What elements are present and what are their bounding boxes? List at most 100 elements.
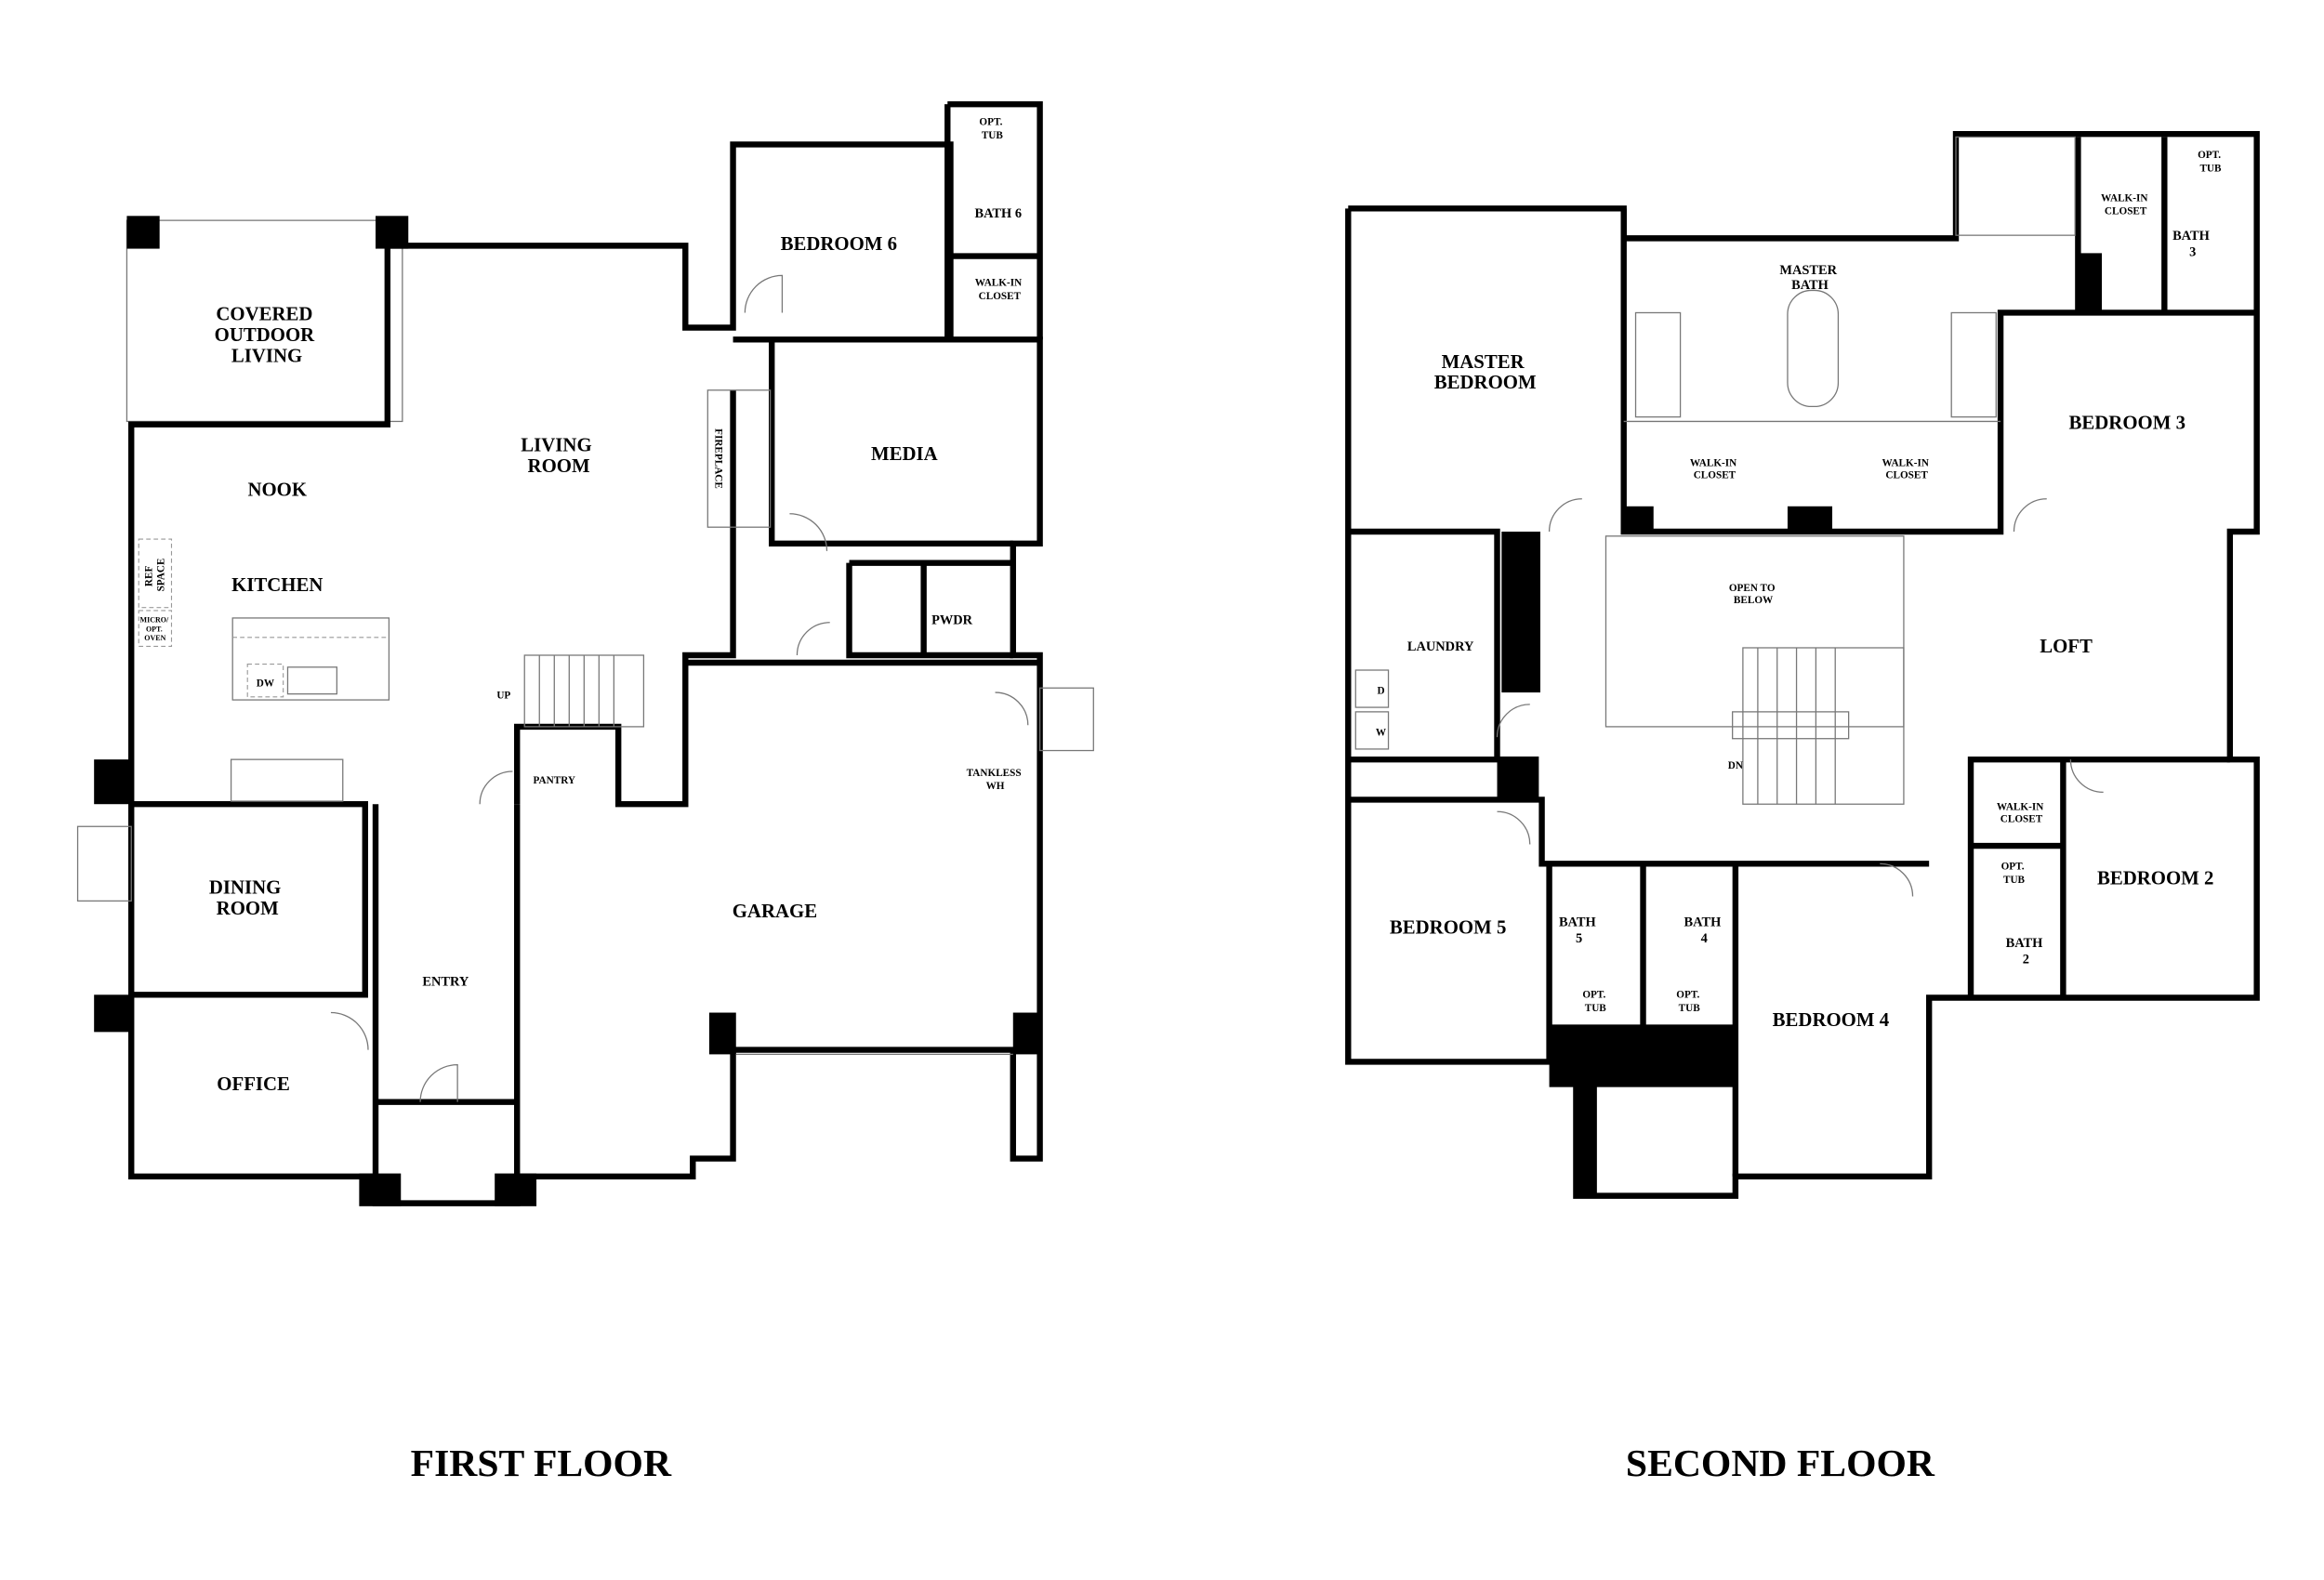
counter bbox=[230, 758, 344, 802]
washer bbox=[1354, 711, 1390, 750]
kitchen-island bbox=[231, 617, 390, 701]
column bbox=[1787, 506, 1833, 533]
column bbox=[359, 1173, 402, 1206]
door[interactable] bbox=[2069, 759, 2104, 794]
door[interactable] bbox=[995, 691, 1029, 726]
pwdr-wall bbox=[846, 562, 1013, 659]
micro-oven-label: MICRO/ OPT. OVEN bbox=[140, 616, 171, 642]
door[interactable] bbox=[2013, 498, 2047, 533]
bedroom2-label: BEDROOM 2 bbox=[2097, 867, 2213, 889]
vanity bbox=[1950, 311, 1997, 418]
pantry-label: PANTRY bbox=[534, 775, 575, 786]
walkin-closet-label: WALK-IN CLOSET bbox=[1997, 802, 2046, 825]
fireplace-label: FIREPLACE bbox=[712, 428, 723, 489]
first-floor-plan: COVERED OUTDOOR LIVING NOOK KITCHEN LIVI… bbox=[76, 100, 1094, 1485]
column bbox=[126, 216, 160, 249]
door[interactable] bbox=[1548, 498, 1582, 533]
bedroom5-label: BEDROOM 5 bbox=[1390, 916, 1506, 939]
bay-window bbox=[76, 825, 132, 902]
washer-label: W bbox=[1376, 728, 1387, 739]
sink bbox=[286, 666, 337, 695]
walkin-closet-label: WALK-IN CLOSET bbox=[1882, 458, 1932, 481]
up-label: UP bbox=[496, 690, 510, 701]
second-floor-plan: MASTER BEDROOM MASTER BATH WALK-IN CLOSE… bbox=[1345, 130, 2260, 1485]
dw-label: DW bbox=[257, 678, 275, 690]
bedroom6-label: BEDROOM 6 bbox=[781, 232, 897, 255]
stairs bbox=[1732, 647, 1905, 805]
vanity bbox=[1634, 311, 1682, 418]
micro-oven bbox=[138, 610, 173, 647]
cabinet-wall bbox=[1501, 532, 1540, 693]
column bbox=[2078, 253, 2103, 313]
opt-tub-label: OPT. TUB bbox=[1676, 990, 1702, 1014]
bedroom2-wall bbox=[1967, 756, 2230, 998]
laundry-label: LAUNDRY bbox=[1407, 639, 1474, 654]
column bbox=[94, 759, 132, 805]
dryer bbox=[1354, 669, 1390, 708]
bedroom6-wall bbox=[733, 104, 951, 343]
master-bedroom-label: MASTER BEDROOM bbox=[1434, 350, 1537, 393]
walkin-closet-label: WALK-IN CLOSET bbox=[1690, 458, 1739, 481]
column bbox=[94, 994, 132, 1033]
entry-label: ENTRY bbox=[422, 975, 469, 990]
door[interactable] bbox=[1497, 810, 1531, 845]
office-label: OFFICE bbox=[217, 1073, 290, 1095]
bedroom3-label: BEDROOM 3 bbox=[2069, 411, 2185, 433]
ref-space-label: REF SPACE bbox=[144, 559, 167, 592]
opt-tub-label: OPT. TUB bbox=[2198, 150, 2224, 174]
walkin-closet-label: WALK-IN CLOSET bbox=[975, 278, 1024, 302]
door[interactable] bbox=[330, 1011, 369, 1050]
bedroom5-wall bbox=[1348, 797, 1930, 867]
bay-window bbox=[1038, 687, 1094, 752]
tankless-wh-label: TANKLESS WH bbox=[967, 768, 1024, 792]
bath6-wall bbox=[947, 100, 1043, 340]
opt-tub-label: OPT. TUB bbox=[979, 117, 1005, 141]
door[interactable] bbox=[744, 274, 784, 313]
dn-label: DN bbox=[1728, 760, 1743, 771]
column bbox=[1623, 506, 1654, 533]
dining-room-label: DINING ROOM bbox=[209, 876, 286, 918]
loft-label: LOFT bbox=[2040, 635, 2093, 657]
living-room-label: LIVING ROOM bbox=[521, 433, 597, 476]
opt-tub-label: OPT. TUB bbox=[1582, 990, 1608, 1014]
opt-tub-label: OPT. TUB bbox=[2001, 862, 2027, 886]
dryer-label: D bbox=[1377, 686, 1384, 697]
bath2-label: BATH 2 bbox=[2006, 936, 2046, 968]
first-floor-title: FIRST FLOOR bbox=[411, 1442, 672, 1485]
wall-block bbox=[1576, 1084, 1597, 1196]
door[interactable] bbox=[1496, 704, 1530, 738]
master-bath-label: MASTER BATH bbox=[1779, 263, 1840, 293]
dishwasher bbox=[246, 664, 284, 698]
fireplace bbox=[706, 389, 772, 528]
walkin-closet-label: WALK-IN CLOSET bbox=[2101, 192, 2150, 217]
column bbox=[1012, 1012, 1040, 1055]
shower bbox=[1955, 136, 2076, 236]
wall-block bbox=[1549, 1024, 1736, 1087]
door[interactable] bbox=[789, 513, 828, 551]
second-floor-title: SECOND FLOOR bbox=[1626, 1442, 1935, 1485]
bedroom4-label: BEDROOM 4 bbox=[1773, 1008, 1890, 1031]
door[interactable] bbox=[479, 770, 513, 805]
nook-label: NOOK bbox=[247, 479, 307, 501]
open-to-below bbox=[1604, 535, 1905, 728]
open-to-below-label: OPEN TO BELOW bbox=[1729, 583, 1778, 606]
exterior-wall bbox=[1345, 130, 2260, 1199]
master-bath-wall bbox=[1620, 208, 2257, 535]
door[interactable] bbox=[419, 1063, 458, 1102]
bathtub bbox=[1787, 289, 1840, 408]
door[interactable] bbox=[1880, 862, 1914, 897]
dining-wall bbox=[131, 801, 368, 998]
upper-lower-cab-label: UPPER & LOWER CAB bbox=[1512, 579, 1536, 644]
column bbox=[495, 1173, 537, 1206]
column bbox=[708, 1012, 736, 1055]
media-label: MEDIA bbox=[871, 442, 938, 465]
garage-label: GARAGE bbox=[733, 900, 817, 922]
door[interactable] bbox=[796, 622, 830, 655]
bath3-label: BATH 3 bbox=[2172, 229, 2212, 260]
bath4-label: BATH 4 bbox=[1684, 915, 1724, 947]
bath6-label: BATH 6 bbox=[974, 206, 1022, 221]
covered-outdoor-living-label: COVERED OUTDOOR LIVING bbox=[215, 302, 320, 366]
bath5-label: BATH 5 bbox=[1559, 915, 1599, 947]
stairs bbox=[523, 654, 645, 728]
